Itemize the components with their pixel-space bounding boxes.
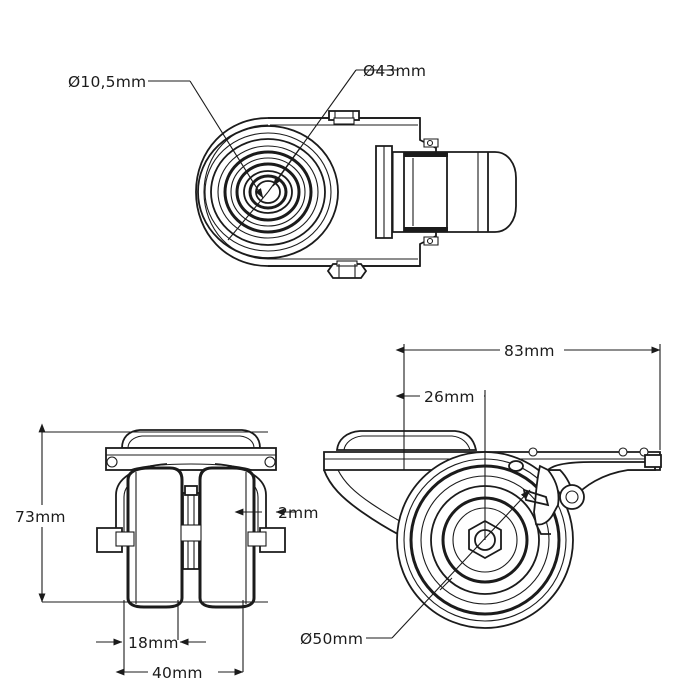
axle-centre-block (180, 524, 202, 542)
ring-inner-1 (230, 157, 306, 227)
leader-bore-10-5mm: Ø10,5mm (68, 73, 264, 199)
label-plate-length: 83mm (504, 342, 555, 360)
dimension-overall-height: 73mm (12, 423, 74, 603)
brake-pedal-arm (533, 464, 560, 526)
label-wheel-diameter: Ø50mm (300, 630, 363, 648)
axle-washer-right (247, 531, 267, 547)
side-view-brake-mechanism (508, 447, 662, 535)
leader-cross-upper-right (267, 147, 301, 193)
brake-hook (535, 523, 551, 535)
brake-band-bottom (404, 227, 448, 232)
lug-lower-hole (426, 237, 434, 245)
axle-cap (184, 485, 198, 496)
ring-inner-2 (235, 162, 301, 222)
label-plate-circle-diameter: Ø43mm (363, 62, 426, 80)
lower-bolt-shank (336, 260, 358, 267)
leader-wheel-50mm: Ø50mm (300, 489, 531, 648)
side-plate-cap-inner (343, 435, 471, 451)
plate-small-hole (508, 460, 524, 472)
lower-bolt-hex (326, 263, 368, 279)
top-view-lower-bolt (326, 260, 368, 279)
side-plate-cap (336, 430, 478, 451)
ring-outer-4 (217, 145, 319, 239)
front-view-axle-nuts (96, 527, 286, 553)
front-plate-pivot-right (264, 456, 276, 468)
wheel-right (198, 466, 256, 609)
front-plate-base (105, 447, 277, 471)
top-view-brake-lever (375, 145, 517, 239)
dim-73mm-text-bg (12, 505, 74, 527)
dimension-overall-width: 40mm (115, 661, 244, 683)
dim-26mm-text-bg (420, 385, 484, 407)
brake-knob-left (528, 447, 538, 457)
front-view-mounting-plate (105, 429, 277, 471)
ring-inner-3 (243, 170, 293, 214)
lug-upper (423, 138, 439, 148)
side-view: 83mm 26mm Ø50mm (300, 339, 662, 648)
front-view-wheels (126, 466, 256, 609)
brake-end-tab (644, 454, 662, 468)
dimension-wheel-width: 18mm (96, 634, 206, 652)
brake-knob-right (639, 447, 649, 457)
brake-knob-mid (618, 447, 628, 457)
brake-lever-outline (382, 151, 517, 233)
top-view-upper-bolt (328, 110, 360, 125)
top-view: Ø10,5mm Ø43mm (68, 62, 517, 279)
front-view-axle-column (180, 485, 202, 570)
label-overall-width: 40mm (152, 664, 203, 682)
label-wheel-gap: 2mm (278, 504, 319, 522)
upper-bolt-shank (333, 117, 355, 125)
dimension-plate-length: 83mm (395, 339, 661, 361)
ring-outer-2 (204, 132, 332, 252)
front-plate-cap-inner (127, 435, 255, 449)
dimension-hole-offset: 26mm (395, 385, 486, 407)
lug-lower (423, 236, 439, 246)
dimension-wheel-gap: 2mm (234, 504, 319, 522)
leader-cross-lower-left (227, 191, 269, 241)
brake-pivot-inner (565, 490, 579, 504)
dim-40mm-text-bg (148, 661, 218, 683)
label-wheel-width: 18mm (128, 634, 179, 652)
leader-50mm-tread-tick (439, 577, 453, 591)
axle-washer-left (115, 531, 135, 547)
label-bore-diameter: Ø10,5mm (68, 73, 146, 91)
front-view-extension-lines (42, 431, 268, 672)
ring-bore-outer (248, 174, 288, 210)
dim-83mm-text-bg (500, 339, 564, 361)
front-plate-pivot-left (106, 456, 118, 468)
label-overall-height: 73mm (15, 508, 66, 526)
label-hole-offset: 26mm (424, 388, 475, 406)
ring-43mm-circle (223, 150, 313, 234)
wheel-left (126, 466, 184, 609)
ring-outer-1 (197, 125, 339, 259)
top-view-plate-lugs (423, 138, 439, 246)
ring-outer-3 (210, 138, 326, 246)
side-view-extension-lines (403, 344, 661, 540)
lug-upper-hole (426, 139, 434, 147)
brake-band-top (404, 152, 448, 157)
front-view: 73mm 2mm 18mm 40mm (12, 423, 319, 683)
leader-10-5mm-diagonal (189, 80, 264, 199)
leader-50mm-diagonal (391, 489, 531, 639)
front-plate-cap (121, 429, 261, 449)
